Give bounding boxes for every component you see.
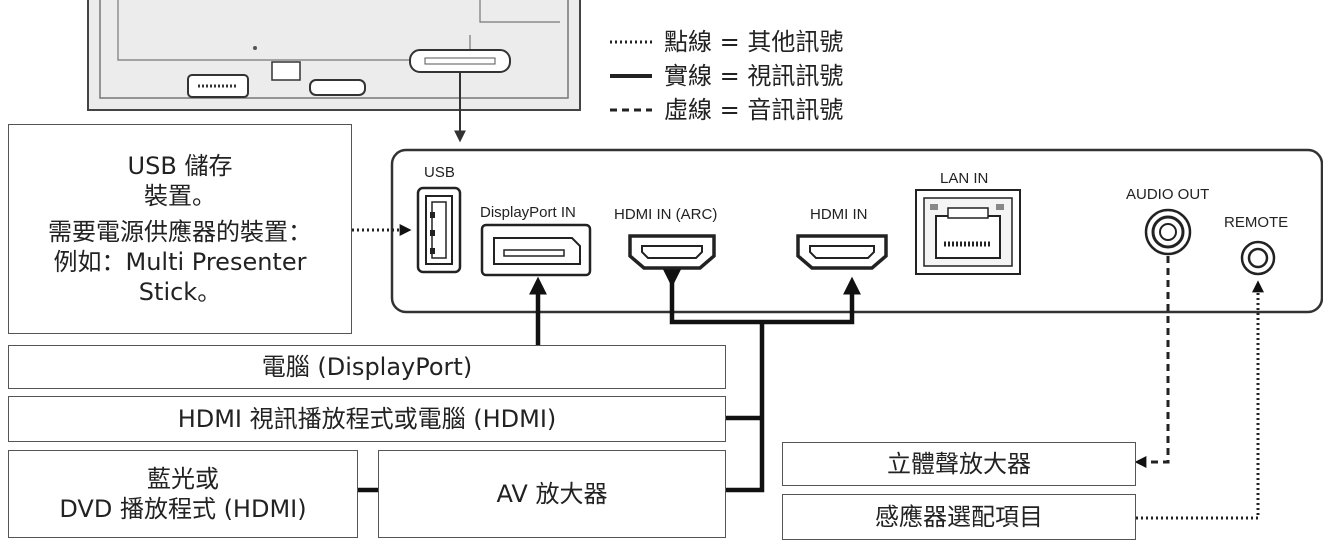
remote-dotted-link xyxy=(1136,280,1264,520)
remote-port-icon xyxy=(1240,240,1276,276)
bluray-line2: DVD 播放程式 (HDMI) xyxy=(59,495,307,523)
hdmi-in-port-icon xyxy=(796,234,888,270)
stereo-amplifier-box: 立體聲放大器 xyxy=(782,442,1136,486)
pc-displayport-label: 電腦 (DisplayPort) xyxy=(261,353,473,381)
av-amplifier-box: AV 放大器 xyxy=(378,450,726,538)
hdmi-player-label: HDMI 視訊播放程式或電腦 (HDMI) xyxy=(177,405,557,433)
usb-storage-line1: USB 儲存 xyxy=(127,152,233,180)
hdmi-in-label: HDMI IN xyxy=(810,206,868,223)
bluray-dvd-box: 藍光或 DVD 播放程式 (HDMI) xyxy=(8,450,358,538)
sensor-option-box: 感應器選配項目 xyxy=(782,494,1136,540)
displayport-in-port-icon xyxy=(480,223,592,277)
bluray-line1: 藍光或 xyxy=(147,465,219,493)
usb-storage-line2: 裝置。 xyxy=(144,182,216,210)
legend-dashed-label: 虛線 = 音訊訊號 xyxy=(664,96,844,124)
legend-dotted-label: 點線 = 其他訊號 xyxy=(664,28,844,56)
av-amplifier-label: AV 放大器 xyxy=(496,480,608,508)
sensor-option-label: 感應器選配項目 xyxy=(875,503,1043,531)
remote-label: REMOTE xyxy=(1224,214,1289,231)
usb-powered-line1: 需要電源供應器的裝置： xyxy=(48,218,312,246)
hdmi-in-arc-port-icon xyxy=(628,234,716,270)
audio-out-label: AUDIO OUT xyxy=(1126,186,1210,203)
audio-out-port-icon xyxy=(1144,208,1192,256)
monitor-back-panel xyxy=(87,0,581,111)
stereo-amplifier-label: 立體聲放大器 xyxy=(887,450,1031,478)
displayport-in-label: DisplayPort IN xyxy=(480,204,576,221)
usb-powered-line2: 例如：Multi Presenter xyxy=(53,248,307,276)
usb-device-box: USB 儲存 裝置。 需要電源供應器的裝置： 例如：Multi Presente… xyxy=(8,124,352,334)
legend-solid-label: 實線 = 視訊訊號 xyxy=(664,62,844,90)
audio-out-dashed-link xyxy=(1134,256,1170,468)
hdmi-in-arc-label: HDMI IN (ARC) xyxy=(614,206,718,223)
hdmi-player-box: HDMI 視訊播放程式或電腦 (HDMI) xyxy=(8,396,726,442)
usb-powered-line3: Stick。 xyxy=(138,278,222,306)
pc-displayport-box: 電腦 (DisplayPort) xyxy=(8,345,726,389)
usb-port-label: USB xyxy=(424,164,455,181)
hdmi-video-links xyxy=(358,269,861,493)
usb-port-icon xyxy=(416,186,462,274)
lan-in-port-icon xyxy=(915,189,1021,275)
lan-in-label: LAN IN xyxy=(940,170,989,187)
